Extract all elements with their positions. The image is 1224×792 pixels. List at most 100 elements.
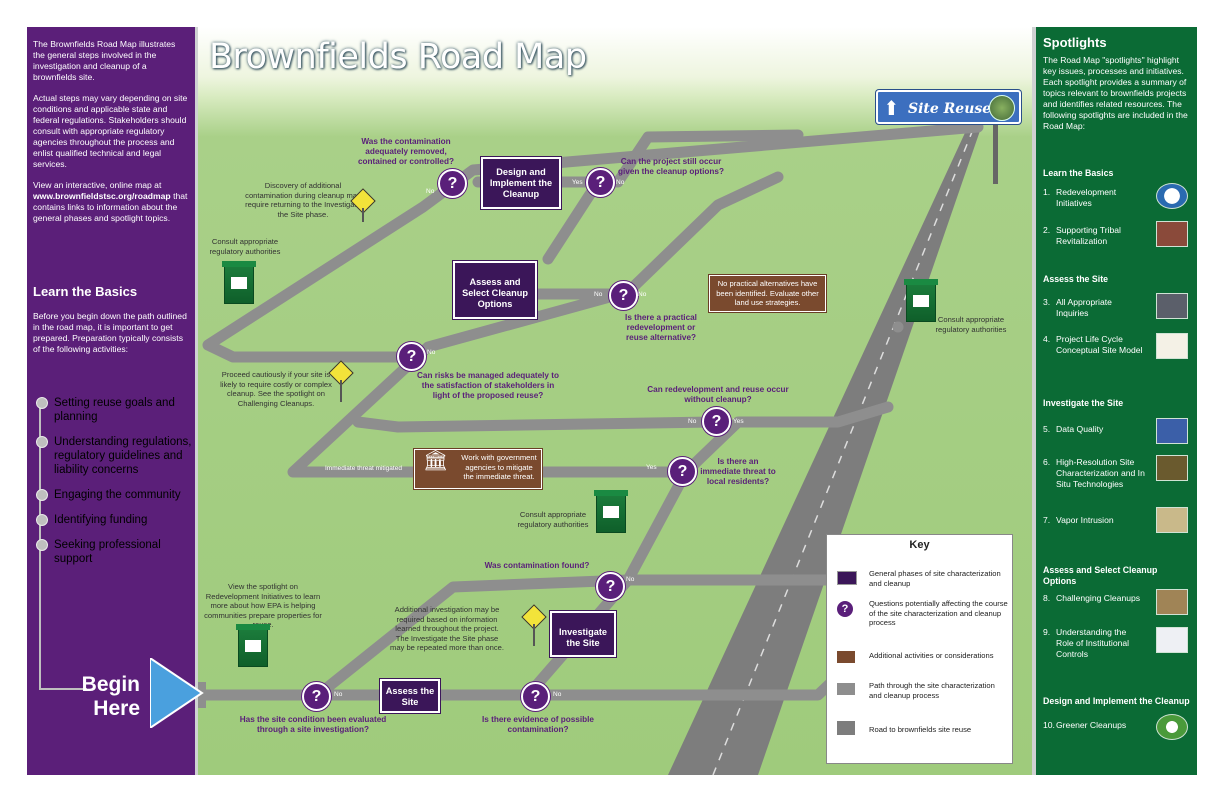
regulator-booth-icon bbox=[904, 279, 938, 322]
question-icon[interactable]: ? bbox=[438, 169, 467, 198]
spotlight-item[interactable]: 2.Supporting Tribal Revitalization bbox=[1043, 225, 1121, 246]
spotlight-item[interactable]: 4.Project Life Cycle Conceptual Site Mod… bbox=[1043, 334, 1143, 355]
intro-paragraph-1: The Brownfields Road Map illustrates the… bbox=[33, 39, 176, 82]
activity-item: Understanding regulations, regulatory gu… bbox=[34, 435, 196, 477]
key-item: Additional activities or considerations bbox=[869, 651, 994, 660]
phase-select-cleanup[interactable]: Assess and Select Cleanup Options bbox=[453, 261, 537, 319]
begin-arrow-icon[interactable] bbox=[150, 658, 206, 728]
highway-lane bbox=[712, 121, 977, 775]
section-heading: Assess the Site bbox=[1043, 274, 1109, 284]
spotlight-item[interactable]: 1.Redevelopment Initiatives bbox=[1043, 187, 1117, 208]
spotlight-item[interactable]: 7.Vapor Intrusion bbox=[1043, 515, 1114, 525]
question-swatch-icon: ? bbox=[837, 601, 853, 617]
road-swatch-icon bbox=[837, 721, 855, 735]
question-icon[interactable]: ? bbox=[702, 407, 731, 436]
question-icon[interactable]: ? bbox=[586, 168, 615, 197]
greener-cleanups-thumbnail bbox=[1156, 714, 1188, 740]
spotlights-heading: Spotlights bbox=[1043, 35, 1107, 50]
question-6-text: Can risks be managed adequately to the s… bbox=[417, 371, 559, 400]
no-label: No bbox=[334, 691, 343, 698]
caution-post bbox=[340, 380, 342, 402]
high-resolution-thumbnail bbox=[1156, 455, 1188, 481]
data-quality-thumbnail bbox=[1156, 418, 1188, 444]
key-title: Key bbox=[909, 539, 930, 551]
section-heading: Assess and Select Cleanup Options bbox=[1043, 565, 1158, 586]
phase-investigate-site[interactable]: Investigate the Site bbox=[550, 611, 616, 657]
road-left bbox=[287, 171, 784, 478]
question-1-text: Has the site condition been evaluated th… bbox=[239, 715, 387, 734]
bullet-icon bbox=[36, 397, 48, 409]
note-consult-2: Consult appropriate regulatory authoriti… bbox=[935, 315, 1007, 334]
roadmap-link[interactable]: www.brownfieldstsc.org/roadmap bbox=[33, 191, 171, 201]
key-item: Path through the site characterization a… bbox=[869, 681, 995, 700]
phase-swatch-icon bbox=[837, 571, 857, 585]
globe-icon bbox=[989, 95, 1015, 121]
no-label: No bbox=[426, 188, 435, 195]
question-icon[interactable]: ? bbox=[609, 281, 638, 310]
begin-here-label: Begin Here bbox=[81, 673, 140, 720]
site-reuse-sign[interactable]: ⬆Site Reuse bbox=[876, 90, 1021, 124]
vapor-intrusion-thumbnail bbox=[1156, 507, 1188, 533]
no-label: No bbox=[688, 418, 697, 425]
box-immediate-threat: 🏛Work with government agencies to mitiga… bbox=[414, 449, 542, 489]
page-title: Brownfields Road Map bbox=[209, 37, 587, 77]
sign-post bbox=[993, 124, 998, 184]
spotlight-item[interactable]: 5.Data Quality bbox=[1043, 424, 1104, 434]
activity-list: Setting reuse goals and planning Underst… bbox=[34, 396, 196, 577]
no-label: No bbox=[427, 349, 436, 356]
spotlight-item[interactable]: 3.All Appropriate Inquiries bbox=[1043, 297, 1112, 318]
key-item: General phases of site characterization … bbox=[869, 569, 1001, 588]
note-redevelopment: View the spotlight on Redevelopment Init… bbox=[204, 582, 322, 629]
note-consult-1: Consult appropriate regulatory authoriti… bbox=[209, 237, 281, 256]
key-item: Questions potentially affecting the cour… bbox=[869, 599, 1008, 627]
question-icon[interactable]: ? bbox=[397, 342, 426, 371]
activity-item: Setting reuse goals and planning bbox=[34, 396, 196, 424]
left-sidebar: The Brownfields Road Map illustrates the… bbox=[27, 27, 195, 775]
spotlight-item[interactable]: 9.Understanding the Role of Institutiona… bbox=[1043, 627, 1130, 659]
learn-basics-heading: Learn the Basics bbox=[33, 284, 138, 299]
phase-assess-site[interactable]: Assess the Site bbox=[380, 679, 440, 713]
no-label: No bbox=[594, 291, 603, 298]
intro-paragraph-3: View an interactive, online map at www.b… bbox=[33, 180, 188, 223]
epa-seal-thumbnail bbox=[1156, 183, 1188, 209]
tribal-thumbnail bbox=[1156, 221, 1188, 247]
phase-design-implement[interactable]: Design and Implement the Cleanup bbox=[481, 157, 561, 209]
regulator-booth-icon bbox=[236, 624, 270, 667]
inquiries-thumbnail bbox=[1156, 293, 1188, 319]
note-consult-3: Consult appropriate regulatory authoriti… bbox=[517, 510, 589, 529]
question-icon[interactable]: ? bbox=[302, 682, 331, 711]
question-7-text: Is there a practical redevelopment or re… bbox=[625, 313, 697, 342]
key-item: Road to brownfields site reuse bbox=[869, 725, 972, 734]
question-icon[interactable]: ? bbox=[668, 457, 697, 486]
caution-post bbox=[533, 624, 535, 646]
yes-label: Yes bbox=[733, 418, 744, 425]
activity-item: Identifying funding bbox=[34, 513, 196, 527]
section-heading: Investigate the Site bbox=[1043, 398, 1124, 408]
highway bbox=[668, 122, 983, 775]
bullet-icon bbox=[36, 539, 48, 551]
life-cycle-thumbnail bbox=[1156, 333, 1188, 359]
activity-item: Seeking professional support bbox=[34, 538, 196, 566]
question-icon[interactable]: ? bbox=[521, 682, 550, 711]
section-heading: Design and Implement the Cleanup bbox=[1043, 696, 1190, 706]
immediate-threat-label: Immediate threat mitigated bbox=[325, 465, 402, 472]
key-legend: Key General phases of site characterizat… bbox=[826, 534, 1013, 764]
spotlight-item[interactable]: 8.Challenging Cleanups bbox=[1043, 593, 1141, 603]
spotlight-item[interactable]: 6.High-Resolution Site Characterization … bbox=[1043, 457, 1145, 489]
caution-post bbox=[362, 208, 364, 222]
yes-label: Yes bbox=[646, 464, 657, 471]
right-sidebar: Spotlights The Road Map "spotlights" hig… bbox=[1036, 27, 1197, 775]
section-heading: Learn the Basics bbox=[1043, 168, 1114, 178]
regulator-booth-icon bbox=[222, 261, 256, 304]
spotlight-item[interactable]: 10.Greener Cleanups bbox=[1043, 720, 1127, 730]
question-icon[interactable]: ? bbox=[596, 572, 625, 601]
note-discovery: Discovery of additional contamination du… bbox=[245, 181, 361, 219]
institutional-controls-thumbnail bbox=[1156, 627, 1188, 653]
question-5-text: Can redevelopment and reuse occur withou… bbox=[647, 385, 789, 404]
road-map: Brownfields Road Map ⬆Site Reuse Assess … bbox=[198, 27, 1032, 775]
no-label: No bbox=[553, 691, 562, 698]
no-label: No bbox=[626, 576, 635, 583]
question-2-text: Is there evidence of possible contaminat… bbox=[482, 715, 594, 734]
activity-line-base bbox=[39, 688, 87, 690]
government-building-icon: 🏛 bbox=[423, 450, 449, 472]
